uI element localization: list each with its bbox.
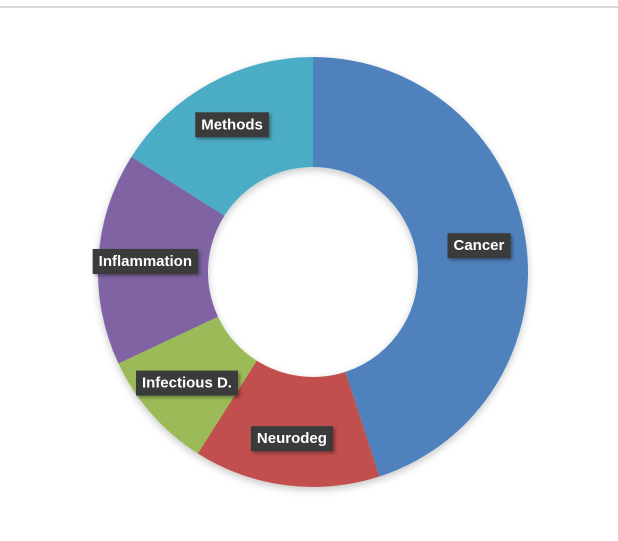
slice-cancer — [313, 57, 528, 477]
slice-label-box — [447, 233, 511, 259]
slice-label-box — [92, 248, 199, 274]
slice-label-text: Neurodeg — [257, 430, 327, 447]
slice-label-box — [135, 370, 238, 396]
slice-label-inflammation: Inflammation — [92, 248, 199, 274]
top-divider — [0, 6, 618, 8]
slice-label-text: Methods — [201, 116, 263, 133]
slice-label-neurodeg: Neurodeg — [250, 426, 333, 452]
slice-label-text: Inflammation — [99, 253, 192, 270]
donut-slices — [97, 56, 528, 487]
slice-label-infectious-d: Infectious D. — [135, 370, 238, 396]
slice-label-text: Cancer — [454, 237, 505, 254]
slice-label-box — [195, 112, 269, 138]
slice-neurodeg — [197, 360, 380, 487]
slice-label-box — [250, 426, 333, 452]
slice-label-text: Infectious D. — [142, 375, 232, 392]
slice-label-methods: Methods — [195, 112, 269, 138]
slice-label-cancer: Cancer — [447, 233, 511, 259]
